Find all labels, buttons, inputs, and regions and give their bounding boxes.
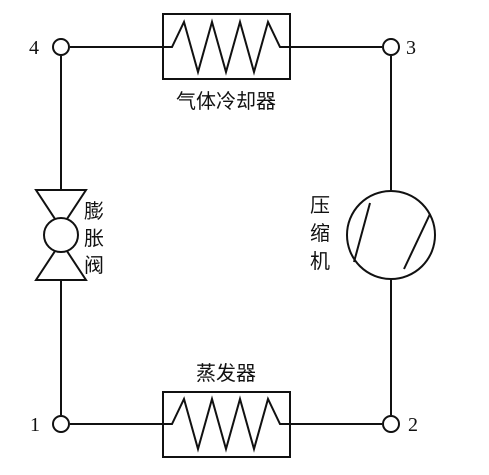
- expansion-valve-char-1: 膨: [84, 199, 104, 223]
- compressor-char-3: 机: [310, 249, 330, 273]
- expansion-valve-top-triangle: [34, 189, 88, 230]
- expansion-valve-char-3: 阀: [84, 253, 104, 277]
- expansion-valve: [34, 189, 88, 281]
- node-label-4: 4: [29, 37, 39, 59]
- gas-cooler-label: 气体冷却器: [176, 89, 276, 113]
- node-label-1: 1: [30, 414, 40, 436]
- node-2-circle: [382, 415, 400, 433]
- gas-cooler-coil: [163, 18, 290, 76]
- node-1-circle: [52, 415, 70, 433]
- node-label-3: 3: [406, 37, 416, 59]
- compressor-char-1: 压: [310, 193, 330, 217]
- expansion-valve-circle: [43, 217, 79, 253]
- node-4-circle: [52, 38, 70, 56]
- expansion-valve-char-2: 胀: [84, 226, 104, 250]
- expansion-valve-bottom-triangle: [34, 240, 88, 281]
- compressor-circle: [346, 190, 436, 280]
- evaporator-label: 蒸发器: [196, 361, 256, 385]
- compressor: [346, 190, 436, 280]
- evaporator-coil: [163, 395, 290, 453]
- node-3-circle: [382, 38, 400, 56]
- evaporator: [162, 391, 291, 458]
- node-markers: [52, 38, 400, 433]
- node-label-2: 2: [408, 414, 418, 436]
- compressor-char-2: 缩: [310, 221, 330, 245]
- gas-cooler: [162, 13, 291, 80]
- pipe-lines: [60, 46, 392, 425]
- compressor-line-left: [353, 202, 371, 263]
- compressor-line-right: [403, 213, 431, 270]
